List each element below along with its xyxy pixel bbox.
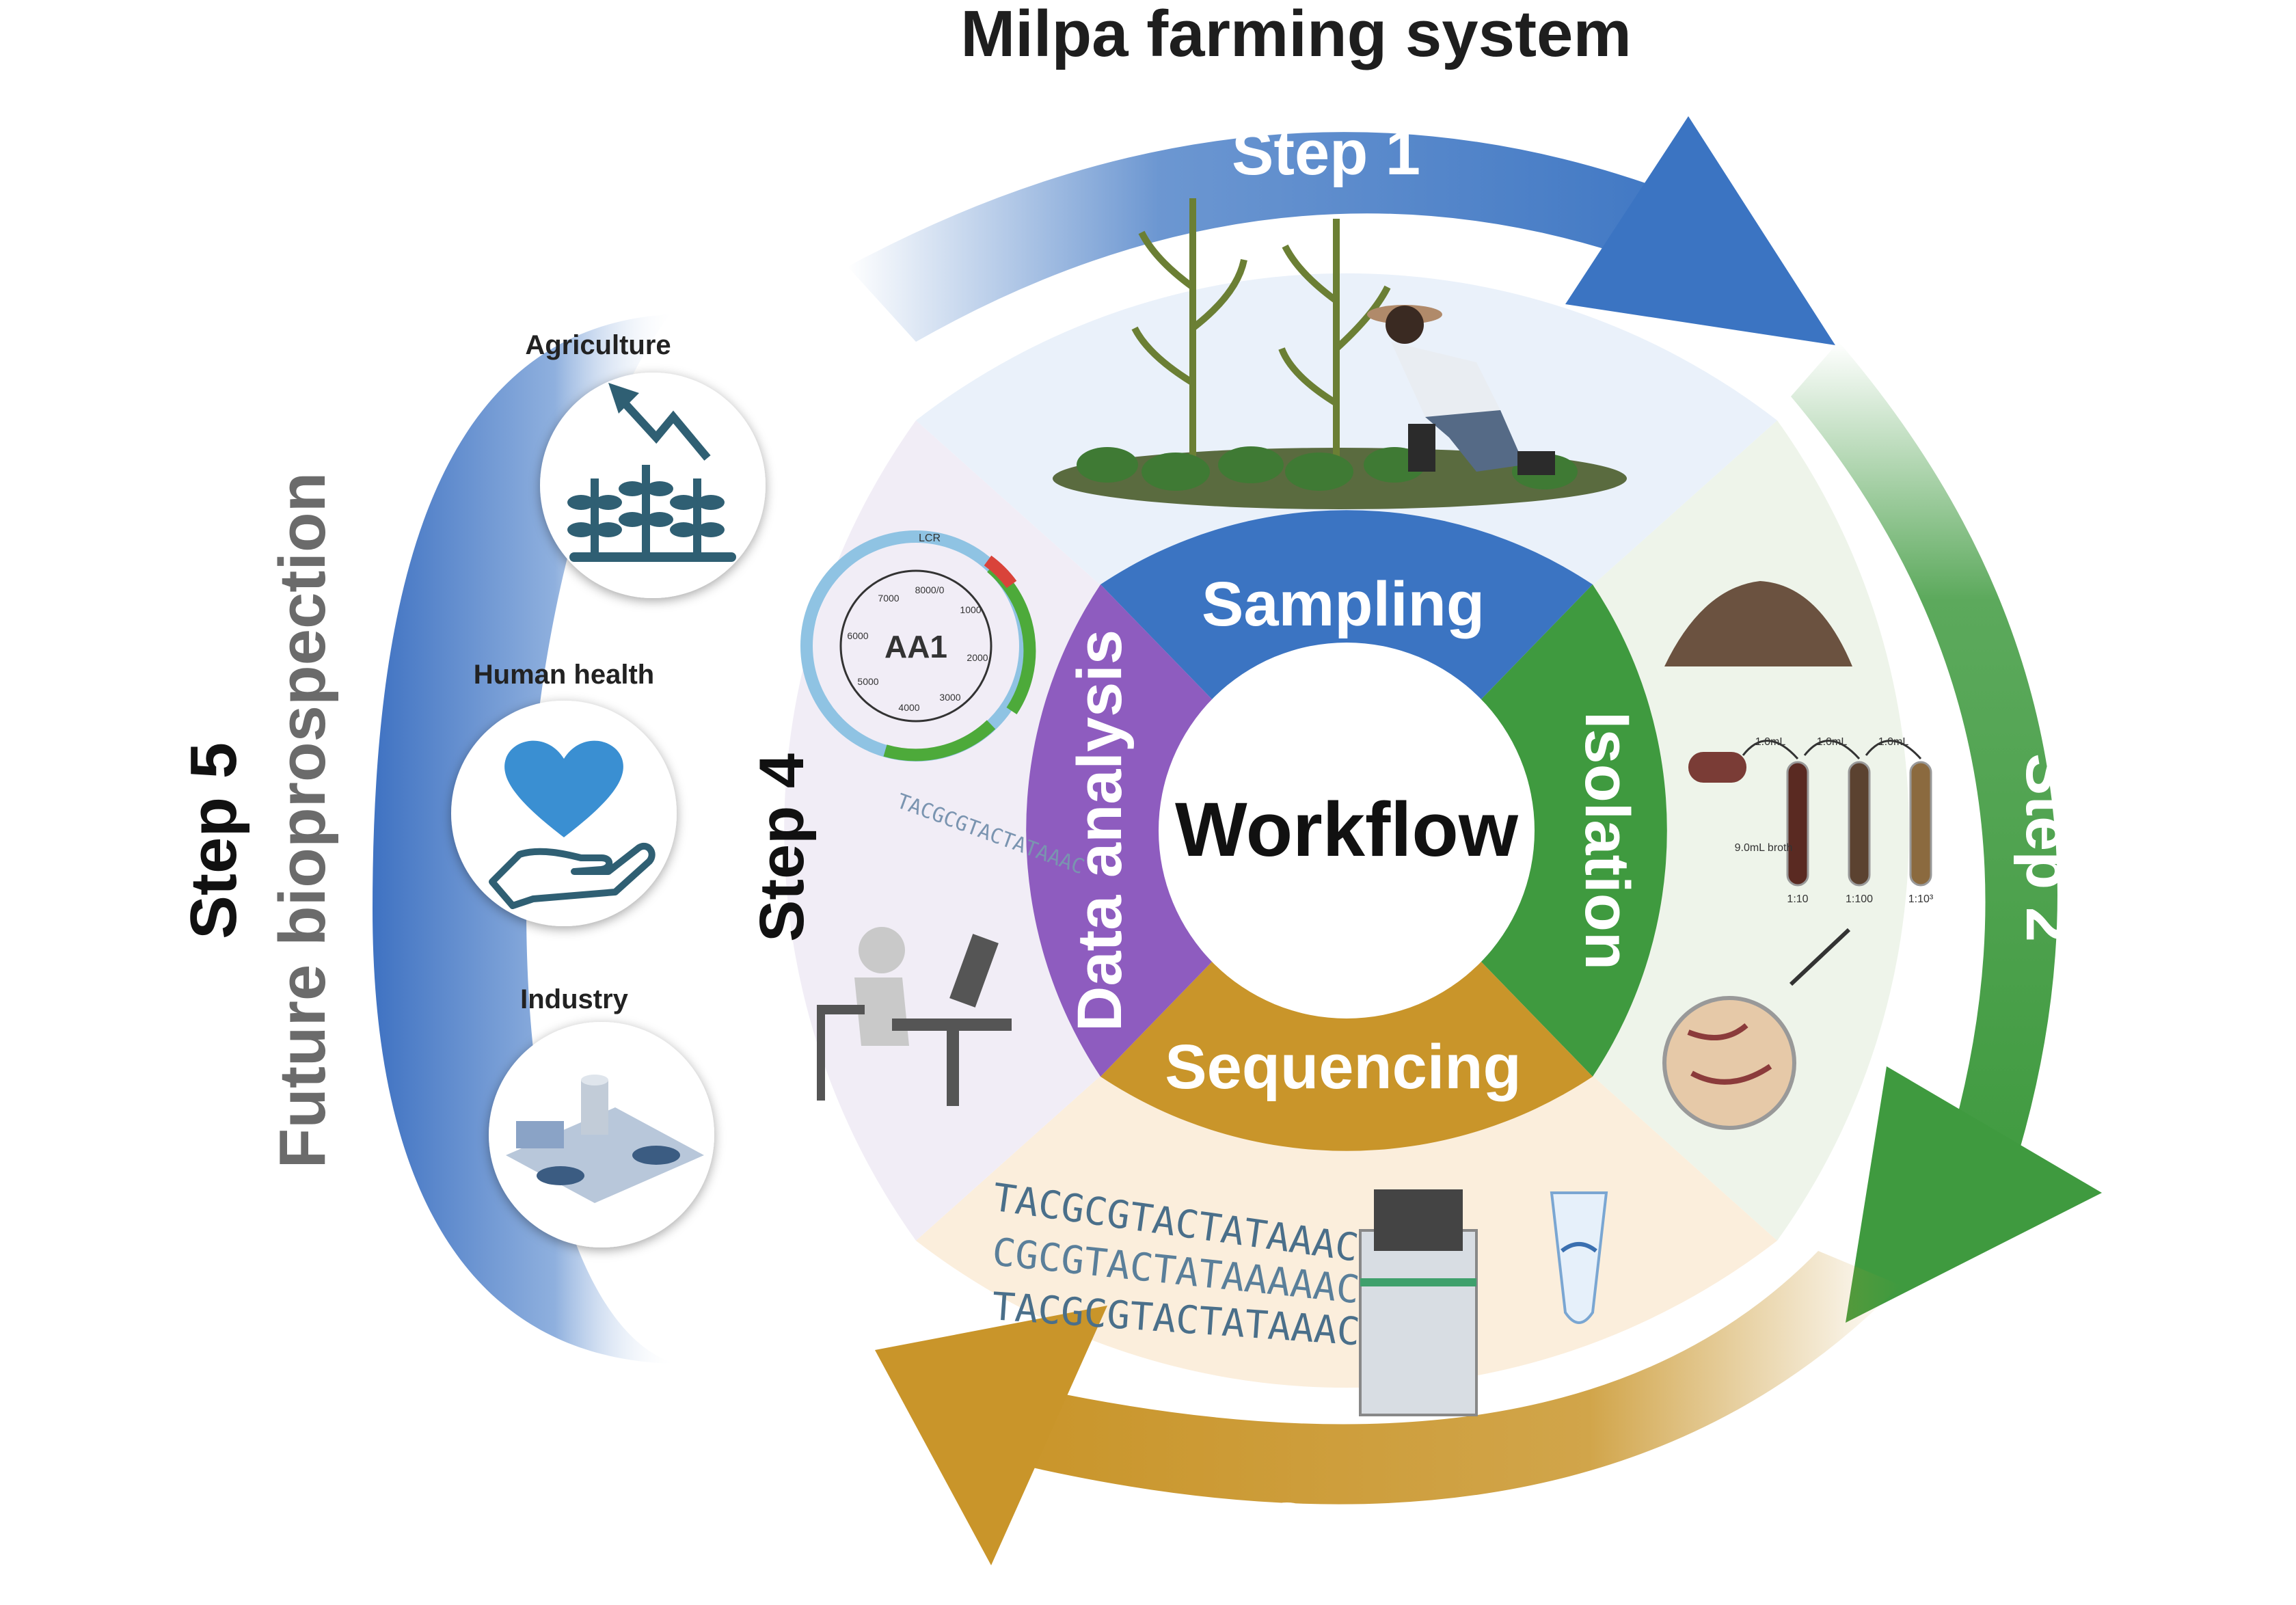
milpa-field-illustration: [1053, 198, 1627, 509]
segment-data-analysis[interactable]: [1026, 584, 1213, 1077]
center-label: Workflow: [1175, 787, 1519, 872]
genome-tick-2: 2000: [967, 652, 988, 663]
transfer-volume-3: 1.0mL: [1878, 736, 1909, 748]
dilution-label-3: 1:10³: [1908, 893, 1934, 905]
transfer-volume-2: 1.0mL: [1817, 736, 1848, 748]
hand-icon: [489, 843, 656, 909]
genome-lcr: LCR: [919, 532, 941, 544]
inoculation-loop-icon: [1789, 928, 1851, 986]
genome-tick-1: 1000: [960, 604, 981, 615]
isolation-illustration: 1.0mL 1.0mL 1.0mL 9.0mL broth 1:10 1:100…: [1662, 581, 1934, 1130]
label-isolation: Isolation: [1572, 712, 1642, 970]
step1-arrow: [848, 116, 1835, 345]
genome-tick-7: 7000: [878, 593, 899, 604]
transfer-volume-1: 1.0mL: [1755, 736, 1786, 748]
computer-user-icon: [817, 927, 1012, 1106]
industry-label: Industry: [520, 984, 629, 1014]
genome-tick-5: 5000: [857, 676, 878, 687]
sample-flask-icon: [1688, 752, 1746, 783]
genome-name: AA1: [884, 629, 947, 664]
center-circle: [1159, 643, 1535, 1019]
label-sampling: Sampling: [1202, 569, 1485, 639]
sequencer-machine-icon: [1359, 1189, 1478, 1416]
test-tube-3: [1909, 761, 1932, 887]
genome-tick-3: 3000: [939, 692, 960, 703]
segment-isolation[interactable]: [1480, 584, 1667, 1077]
sample-tube-icon: [1550, 1191, 1608, 1324]
heart-icon: [504, 740, 623, 837]
agriculture-circle[interactable]: [540, 373, 766, 598]
genome-tick-6: 6000: [847, 630, 868, 641]
genome-tick-0: 8000/0: [915, 584, 945, 595]
factory-icon: [506, 1075, 704, 1203]
step2-label: Step 2: [2013, 753, 2083, 942]
petri-dish-icon: [1662, 996, 1796, 1130]
dilution-label-1: 1:10: [1787, 893, 1808, 905]
test-tube-1: [1786, 761, 1809, 887]
step1-label: Step 1: [1232, 118, 1420, 188]
step5-label: Step 5: [177, 742, 250, 939]
corn-plant-icon: [1131, 198, 1391, 478]
segment-sampling[interactable]: [1100, 510, 1593, 701]
step5-subtitle: Future bioprospection: [266, 472, 339, 1169]
step4-label: Step 4: [747, 753, 817, 942]
farmer-icon: [1367, 305, 1555, 475]
step3-label: Step 3: [1266, 1490, 1455, 1560]
human-health-label: Human health: [474, 660, 654, 690]
step3-arrow: [875, 1251, 1900, 1565]
test-tube-2: [1848, 761, 1871, 887]
step2-arrow: [1791, 342, 2102, 1323]
broth-label: 9.0mL broth: [1735, 842, 1793, 854]
human-health-circle[interactable]: [451, 701, 677, 926]
dilution-label-2: 1:100: [1846, 893, 1873, 905]
label-data-analysis: Data analysis: [1065, 630, 1135, 1031]
genome-map: AA1 LCR 8000/0 1000 2000 3000 4000 5000 …: [800, 530, 1036, 761]
page-title: Milpa farming system: [960, 0, 1632, 70]
agriculture-label: Agriculture: [525, 330, 671, 360]
genome-tick-4: 4000: [898, 702, 919, 713]
agriculture-growth-icon: [567, 383, 736, 562]
label-sequencing: Sequencing: [1165, 1032, 1521, 1102]
segment-sequencing[interactable]: [1100, 960, 1593, 1151]
soil-pile-icon: [1664, 581, 1852, 666]
industry-circle[interactable]: [489, 1022, 714, 1247]
